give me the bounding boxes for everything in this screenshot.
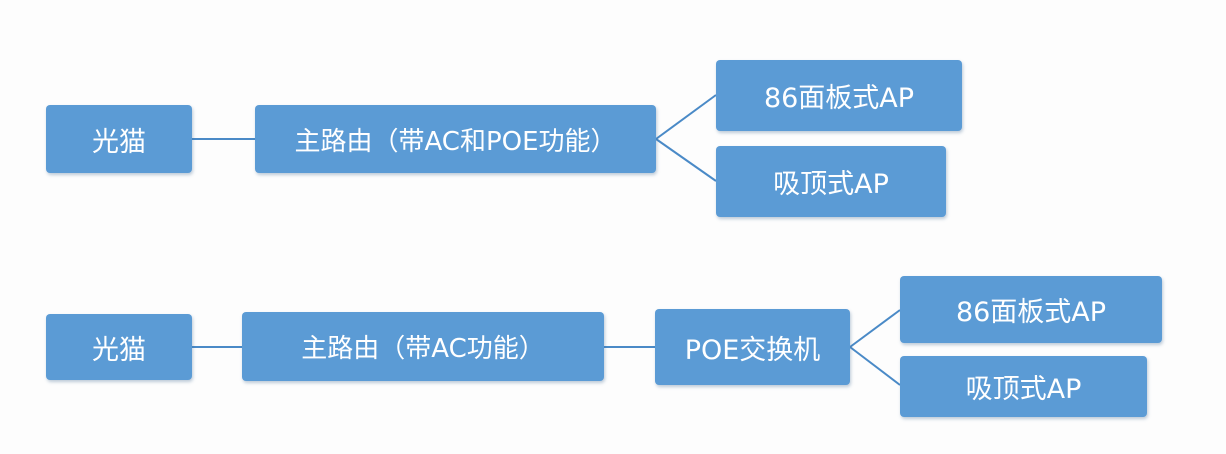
- diagram2-switch-label: POE交换机: [684, 334, 821, 366]
- diagram1-ap-ceiling-node: 吸顶式AP: [716, 146, 946, 217]
- diagram2-ap-ceiling-label: 吸顶式AP: [965, 374, 1082, 405]
- connector-router-ap-panel-1: [655, 94, 717, 140]
- diagram1-router-node: 主路由（带AC和POE功能）: [255, 105, 656, 173]
- diagram2-modem-node: 光猫: [46, 314, 192, 380]
- diagram2-modem-label: 光猫: [92, 334, 146, 366]
- diagram2-ap-ceiling-node: 吸顶式AP: [900, 356, 1147, 417]
- connector-switch-ap-panel-2: [849, 309, 901, 348]
- diagram1-router-label: 主路由（带AC和POE功能）: [294, 126, 617, 157]
- diagram2-switch-node: POE交换机: [655, 309, 850, 385]
- diagram2-ap-panel-label: 86面板式AP: [955, 297, 1107, 328]
- diagram1-ap-panel-node: 86面板式AP: [716, 60, 962, 131]
- connector-router-ap-ceiling-1: [655, 138, 717, 182]
- diagram1-modem-label: 光猫: [92, 126, 146, 158]
- diagram2-router-label: 主路由（带AC功能）: [301, 334, 545, 364]
- diagram1-ap-panel-label: 86面板式AP: [763, 83, 915, 114]
- connector-switch-ap-ceiling-2: [849, 346, 901, 386]
- diagram2-router-node: 主路由（带AC功能）: [242, 312, 604, 381]
- diagram2-ap-panel-node: 86面板式AP: [900, 276, 1162, 343]
- diagram1-ap-ceiling-label: 吸顶式AP: [773, 169, 889, 200]
- diagram1-modem-node: 光猫: [46, 105, 192, 173]
